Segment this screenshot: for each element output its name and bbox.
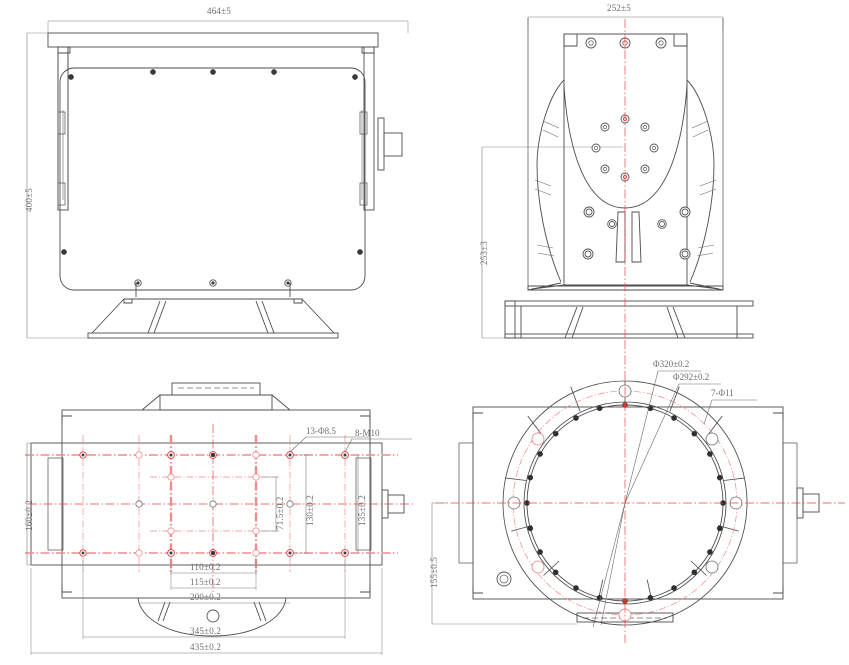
dim-label-plan-depth: 160±0.2 xyxy=(24,499,34,531)
yoke-body xyxy=(527,33,724,291)
dim-flange-height xyxy=(431,502,577,625)
plan-hole-row-4 xyxy=(167,527,260,535)
dim-mid-pitch-v xyxy=(296,454,308,554)
fastener-group-bottom xyxy=(61,249,363,287)
dim-side-width xyxy=(527,16,724,30)
right-shaft-stub xyxy=(377,117,403,171)
plan-top-cover xyxy=(141,382,291,411)
base-pedestal xyxy=(87,283,339,339)
dim-overall-height xyxy=(26,32,95,339)
plan-hole-row-top xyxy=(79,451,349,459)
side-elevation-geometry xyxy=(481,16,754,340)
dim-outer-pitch-h xyxy=(82,560,346,639)
callout-label-outer-bolt-circle: Φ320±0.2 xyxy=(653,359,690,369)
view-side-elevation: 252±5 253±3 xyxy=(425,0,849,340)
view-front-elevation: 464±5 400±5 xyxy=(0,0,425,340)
front-elevation-geometry xyxy=(26,20,409,339)
dim-plan-depth xyxy=(26,442,33,566)
side-outer-box xyxy=(527,18,724,290)
dim-label-overall-width: 464±5 xyxy=(207,6,231,16)
view-plan: 160±0.2 71.5±0.2 130±0.2 135±0.2 110±0.2… xyxy=(0,340,425,665)
dim-label-flange-height: 155±0.5 xyxy=(429,556,439,588)
callout-label-threaded-holes: 8-M10 xyxy=(355,428,380,438)
dim-label-plan-width: 435±0.2 xyxy=(190,642,222,652)
side-base-pedestal xyxy=(504,300,754,339)
lower-mount-features xyxy=(582,206,691,263)
dim-inner-pitch-h1 xyxy=(170,556,257,575)
housing-body xyxy=(59,67,366,291)
dim-inner-pitch-v xyxy=(262,476,278,532)
dim-label-inner-pitch-h1: 110±0.2 xyxy=(190,562,221,572)
view-bottom-flange: Φ320±0.2 Φ292±0.2 7-Φ11 155±0.5 xyxy=(425,340,849,665)
plan-view-geometry xyxy=(25,382,415,655)
bottom-flange-geometry xyxy=(431,340,845,643)
dim-side-height xyxy=(481,146,623,339)
flange-hole-group xyxy=(507,384,743,622)
callout-leader-clearance xyxy=(289,436,370,453)
callout-label-inner-bolt-circle: Φ292±0.2 xyxy=(673,372,710,382)
fastener-group-top xyxy=(68,69,358,80)
dim-label-mid-pitch-v: 130±0.2 xyxy=(305,494,315,526)
lower-left-boss xyxy=(496,571,512,587)
callout-leader-thread xyxy=(344,438,412,453)
plan-hole-row-2 xyxy=(167,473,260,481)
dim-label-overall-height: 400±5 xyxy=(24,188,34,212)
left-side-strip xyxy=(57,111,368,206)
dim-inner-pitch-h2 xyxy=(170,573,257,590)
dim-label-mid-pitch-h: 200±0.2 xyxy=(190,592,222,602)
top-plate xyxy=(563,33,688,49)
plan-rotary-ring xyxy=(137,597,287,637)
dim-label-outer-pitch-v: 135±0.2 xyxy=(357,494,367,526)
dim-label-side-height: 253±3 xyxy=(479,241,489,265)
dim-label-inner-pitch-h2: 115±0.2 xyxy=(190,577,221,587)
rotary-boss xyxy=(563,82,688,209)
dim-label-inner-pitch-v: 71.5±0.2 xyxy=(275,496,285,530)
dim-label-outer-pitch-h: 345±0.2 xyxy=(190,626,222,636)
dim-overall-width xyxy=(47,20,409,33)
boss-bolt-circle xyxy=(591,114,659,182)
top-rail xyxy=(47,32,379,211)
dim-label-side-width: 252±5 xyxy=(607,3,631,13)
callout-label-clearance-holes: 13-Φ8.5 xyxy=(306,426,336,436)
plan-hole-row-middle xyxy=(135,500,294,508)
dim-plan-width xyxy=(30,568,383,655)
flange-callout-leaders xyxy=(592,370,757,628)
callout-label-flange-holes: 7-Φ11 xyxy=(711,388,734,398)
